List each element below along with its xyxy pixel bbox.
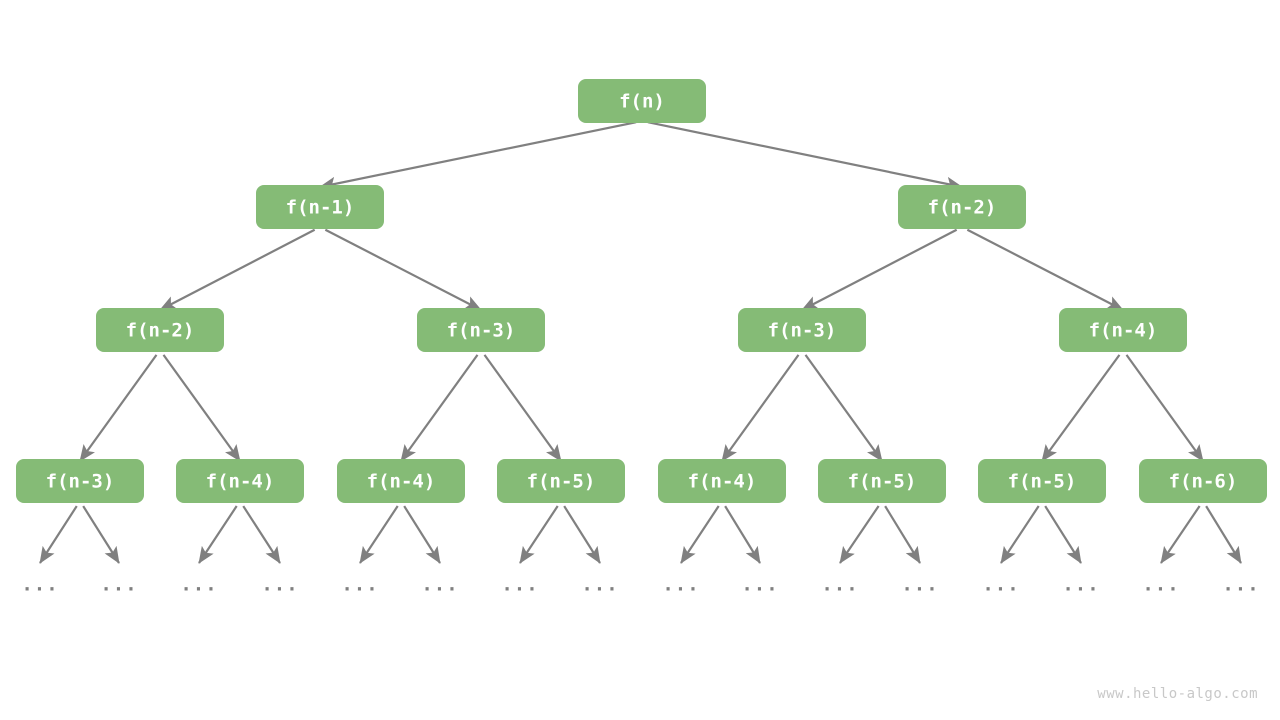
tree-node: f(n-3) [417,308,545,352]
tree-node-box [578,79,706,123]
tree-node-label: f(n-2) [126,320,195,342]
ellipsis-marker: ... [421,574,458,596]
tree-node: f(n-4) [176,459,304,503]
tree-edge [483,354,562,462]
tree-edge [801,228,958,311]
tree-edge [680,505,720,564]
tree-node-box [497,459,625,503]
tree-node-box [818,459,946,503]
tree-edge [400,354,479,462]
ellipsis-marker: ... [901,574,938,596]
tree-edge [1000,505,1040,564]
tree-node-box [1059,308,1187,352]
tree-node: f(n-5) [497,459,625,503]
tree-node: f(n-2) [898,185,1026,229]
tree-edge [79,354,158,462]
ellipsis-marker: ... [581,574,618,596]
tree-edge [884,505,921,564]
tree-node: f(n-3) [16,459,144,503]
tree-node: f(n-5) [818,459,946,503]
tree-edge [804,354,883,462]
tree-node-label: f(n-5) [848,471,917,493]
tree-node-label: f(n-4) [206,471,275,493]
tree-edge [1125,354,1204,462]
tree-node-box [337,459,465,503]
tree-node-label: f(n-4) [688,471,757,493]
tree-node-box [658,459,786,503]
tree-node-box [256,185,384,229]
tree-edge [724,505,761,564]
tree-edge [519,505,559,564]
tree-node: f(n-4) [658,459,786,503]
ellipsis-marker: ... [21,574,58,596]
tree-edge [839,505,880,564]
ellipsis-marker: ... [821,574,858,596]
ellipsis-marker: ... [741,574,778,596]
tree-node-box [738,308,866,352]
tree-edge [324,228,482,311]
tree-edge [319,121,637,191]
tree-edge [1044,505,1082,564]
tree-node: f(n-2) [96,308,224,352]
tree-node: f(n) [578,79,706,123]
ellipsis-marker: ... [341,574,378,596]
tree-node-label: f(n-1) [286,197,355,219]
tree-node-label: f(n-4) [1089,320,1158,342]
ellipsis-marker: ... [100,574,137,596]
tree-node-box [417,308,545,352]
node-layer: f(n) f(n-1) f(n-2) f(n-2) f(n-3) f(n-3) f(n-4)… [16,79,1267,503]
tree-node-label: f(n) [619,91,665,113]
tree-edge [563,505,601,564]
tree-edge [159,228,316,311]
tree-node-box [96,308,224,352]
tree-node-label: f(n-4) [367,471,436,493]
tree-edge [721,354,800,462]
ellipsis-marker: ... [1142,574,1179,596]
ellipsis-marker: ... [261,574,298,596]
tree-node-box [16,459,144,503]
ellipsis-row: ........................................… [21,574,1259,596]
tree-node-label: f(n-2) [928,197,997,219]
tree-node-label: f(n-6) [1169,471,1238,493]
tree-node-label: f(n-3) [46,471,115,493]
ellipsis-marker: ... [501,574,538,596]
tree-node-label: f(n-5) [1008,471,1077,493]
tree-edge [82,505,120,564]
tree-edge [1041,354,1121,462]
tree-edge [647,121,963,191]
tree-node-box [1139,459,1267,503]
tree-node: f(n-4) [1059,308,1187,352]
watermark-text: www.hello-algo.com [1097,686,1258,702]
tree-node: f(n-5) [978,459,1106,503]
tree-node-label: f(n-3) [447,320,516,342]
tree-node-box [898,185,1026,229]
tree-node: f(n-3) [738,308,866,352]
tree-edge [359,505,399,564]
tree-edge [242,505,281,564]
tree-node-box [176,459,304,503]
ellipsis-marker: ... [662,574,699,596]
ellipsis-marker: ... [180,574,217,596]
tree-node: f(n-4) [337,459,465,503]
tree-node: f(n-1) [256,185,384,229]
tree-node: f(n-6) [1139,459,1267,503]
tree-edge [403,505,441,564]
tree-edge [966,228,1124,311]
ellipsis-marker: ... [1062,574,1099,596]
tree-node-label: f(n-5) [527,471,596,493]
edge-layer [39,121,1242,564]
ellipsis-marker: ... [1222,574,1259,596]
tree-edge [1205,505,1242,564]
ellipsis-marker: ... [982,574,1019,596]
tree-node-label: f(n-3) [768,320,837,342]
tree-edge [1160,505,1201,564]
tree-edge [39,505,78,564]
tree-edge [198,505,238,564]
tree-edge [162,354,241,462]
tree-node-box [978,459,1106,503]
